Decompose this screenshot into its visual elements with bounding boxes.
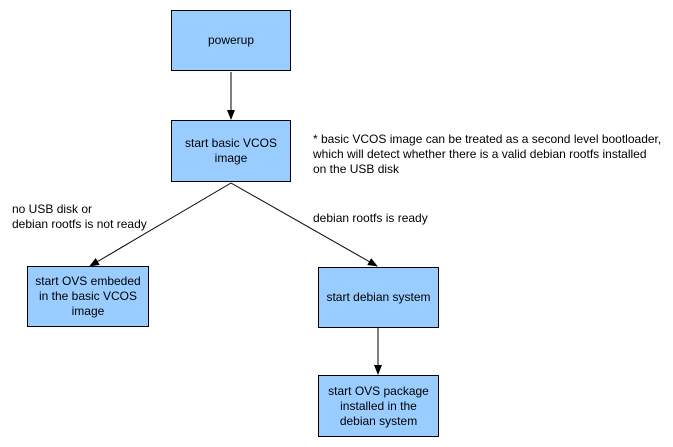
node-start-basic-vcos: start basic VCOS image bbox=[171, 120, 291, 182]
node-start-debian-system-label: start debian system bbox=[326, 290, 431, 304]
node-start-ovs-embedded-label: start OVS embeded in the basic VCOS imag… bbox=[35, 274, 141, 318]
edge-vcos-to-ovs-embedded bbox=[89, 182, 232, 267]
note-text: * basic VCOS image can be treated as a s… bbox=[313, 132, 662, 176]
node-powerup-label: powerup bbox=[207, 33, 255, 47]
node-start-ovs-package: start OVS package installed in the debia… bbox=[318, 375, 439, 437]
node-start-debian-system: start debian system bbox=[318, 267, 439, 328]
node-start-ovs-embedded: start OVS embeded in the basic VCOS imag… bbox=[27, 266, 149, 327]
node-powerup: powerup bbox=[171, 10, 291, 71]
edge-label-rootfs-ready: debian rootfs is ready bbox=[313, 211, 428, 225]
node-start-basic-vcos-label: start basic VCOS image bbox=[184, 136, 278, 165]
edge-vcos-to-debian bbox=[230, 182, 378, 267]
edge-label-no-usb: no USB disk or debian rootfs is not read… bbox=[12, 202, 147, 231]
node-start-ovs-package-label: start OVS package installed in the debia… bbox=[328, 383, 429, 428]
